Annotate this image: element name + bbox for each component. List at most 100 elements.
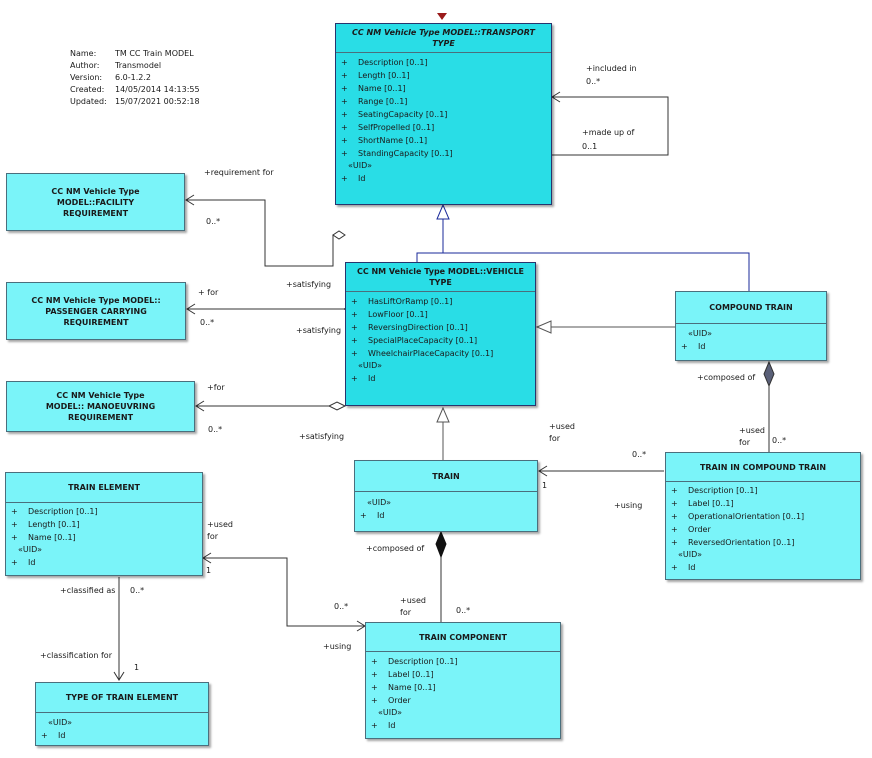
text: 15/07/2021 00:52:18 xyxy=(115,97,200,106)
text: Id xyxy=(698,342,706,351)
attribute: + Name [0..1] xyxy=(366,681,560,694)
attribute: +WheelchairPlaceCapacity [0..1] xyxy=(346,347,535,360)
text: Length [0..1] xyxy=(28,520,80,529)
class-manoeuvring-requirement[interactable]: CC NM Vehicle Type MODEL:: MANOEUVRING R… xyxy=(6,381,195,432)
text: + xyxy=(11,520,18,529)
role-label: +requirement for xyxy=(204,168,274,177)
text: Id xyxy=(377,511,385,520)
attribute: + Name [0..1] xyxy=(6,531,202,544)
text: + xyxy=(681,342,688,351)
gen-vehicle-to-transport xyxy=(416,219,444,262)
class-type-of-train-element[interactable]: TYPE OF TRAIN ELEMENT «UID» +Id xyxy=(35,682,209,746)
text: + xyxy=(341,110,348,119)
class-title: CC NM Vehicle Type MODEL:: MANOEUVRING R… xyxy=(45,391,156,422)
text: + xyxy=(671,512,678,521)
multiplicity-label: 0..* xyxy=(456,606,471,615)
text: + xyxy=(341,58,348,67)
multiplicity-label: 1 xyxy=(542,481,548,490)
text: Name [0..1] xyxy=(388,683,436,692)
stereotype: «UID» xyxy=(688,329,713,338)
class-compound-train[interactable]: COMPOUND TRAIN «UID» +Id xyxy=(675,291,827,361)
text: Name [0..1] xyxy=(28,533,76,542)
text: OperationalOrientation [0..1] xyxy=(688,512,805,521)
attribute: + Length [0..1] xyxy=(6,518,202,531)
role-label: for xyxy=(549,434,560,443)
text: Transmodel xyxy=(115,61,162,70)
attribute: +Order xyxy=(366,694,560,707)
attribute-id: +Id xyxy=(366,719,560,732)
text: StandingCapacity [0..1] xyxy=(358,149,453,158)
role-label: +included in xyxy=(586,64,637,73)
class-title: TRAIN ELEMENT xyxy=(68,483,140,492)
gen-triangle-vehicle-bottom xyxy=(436,406,450,423)
gen-triangle-transport xyxy=(436,203,450,220)
class-transport-type[interactable]: CC NM Vehicle Type MODEL::TRANSPORT TYPE… xyxy=(335,23,552,205)
attribute: + SeatingCapacity [0..1] xyxy=(336,108,551,121)
attribute: +Description [0..1] xyxy=(666,484,860,497)
multiplicity-label: 0..* xyxy=(772,436,787,445)
role-label: +used xyxy=(400,596,426,605)
attribute: +StandingCapacity [0..1] xyxy=(336,147,551,160)
multiplicity-label: 1 xyxy=(206,566,212,575)
role-label: +composed of xyxy=(697,373,756,382)
text: + xyxy=(11,533,18,542)
class-vehicle-type[interactable]: CC NM Vehicle Type MODEL::VEHICLE TYPE +… xyxy=(345,262,536,406)
text: SeatingCapacity [0..1] xyxy=(358,110,448,119)
attribute-id: + Id xyxy=(676,340,826,353)
text: + xyxy=(671,538,678,547)
text: 6.0-1.2.2 xyxy=(115,73,151,82)
attribute: +Length [0..1] xyxy=(336,69,551,82)
text: Id xyxy=(358,174,366,183)
gen-triangle-vehicle-right xyxy=(535,320,552,334)
class-title: TRAIN IN COMPOUND TRAIN xyxy=(699,462,827,472)
class-title: TRAIN COMPONENT xyxy=(419,632,507,642)
attribute: +SpecialPlaceCapacity [0..1] xyxy=(346,334,535,347)
class-train-component[interactable]: TRAIN COMPONENT +Description [0..1] +Lab… xyxy=(365,622,561,739)
class-train-element[interactable]: TRAIN ELEMENT +Description [0..1] + Lengt… xyxy=(5,472,203,576)
text: Order xyxy=(688,525,711,534)
text: + xyxy=(341,123,348,132)
attribute: + ReversingDirection [0..1] xyxy=(346,321,535,334)
role-label: +used xyxy=(207,520,233,529)
class-train[interactable]: TRAIN «UID» +Id xyxy=(354,460,538,532)
class-facility-requirement[interactable]: CC NM Vehicle Type MODEL::FACILITY REQUI… xyxy=(6,173,185,231)
attribute: +Description [0..1] xyxy=(6,505,202,518)
multiplicity-label: 0..* xyxy=(206,217,221,226)
attribute-id: + Id xyxy=(355,509,537,522)
class-title: TRAIN xyxy=(432,471,460,481)
text: Author:Transmodel xyxy=(70,60,200,72)
text: Description [0..1] xyxy=(388,657,458,666)
text: Version: xyxy=(70,73,103,82)
class-title: TYPE OF TRAIN ELEMENT xyxy=(65,693,179,702)
class-passenger-carrying-requirement[interactable]: CC NM Vehicle Type MODEL:: PASSENGER CAR… xyxy=(6,282,186,340)
text: ReversingDirection [0..1] xyxy=(368,323,468,332)
text: + xyxy=(341,174,348,183)
attribute: +Label [0..1] xyxy=(666,497,860,510)
multiplicity-label: 1 xyxy=(134,663,140,672)
text: Name: xyxy=(70,49,97,58)
role-label: for xyxy=(400,608,411,617)
attribute: +HasLiftOrRamp [0..1] xyxy=(346,295,535,308)
role-label: +used xyxy=(549,422,575,431)
text: + xyxy=(11,558,18,567)
assoc-self-included-in xyxy=(552,96,669,156)
class-train-in-compound-train[interactable]: TRAIN IN COMPOUND TRAIN +Description [0.… xyxy=(665,452,861,580)
text: Description [0..1] xyxy=(358,58,428,67)
multiplicity-label: 0..* xyxy=(334,602,349,611)
text: + xyxy=(371,696,378,705)
text: + xyxy=(341,136,348,145)
attribute: +LowFloor [0..1] xyxy=(346,308,535,321)
text: + xyxy=(360,511,367,520)
role-label: +made up of xyxy=(582,128,635,137)
text: Name:TM CC Train MODEL xyxy=(70,48,200,60)
text: + xyxy=(41,731,48,740)
attribute: + ShortName [0..1] xyxy=(336,134,551,147)
class-title: CC NM Vehicle Type MODEL::VEHICLE TYPE xyxy=(356,267,525,287)
multiplicity-label: 0..* xyxy=(632,450,647,459)
role-label: +classified as xyxy=(60,586,116,595)
text: Description [0..1] xyxy=(688,486,758,495)
assoc-facility xyxy=(186,199,345,267)
text: + xyxy=(371,683,378,692)
text: ShortName [0..1] xyxy=(358,136,428,145)
text: + xyxy=(351,323,358,332)
